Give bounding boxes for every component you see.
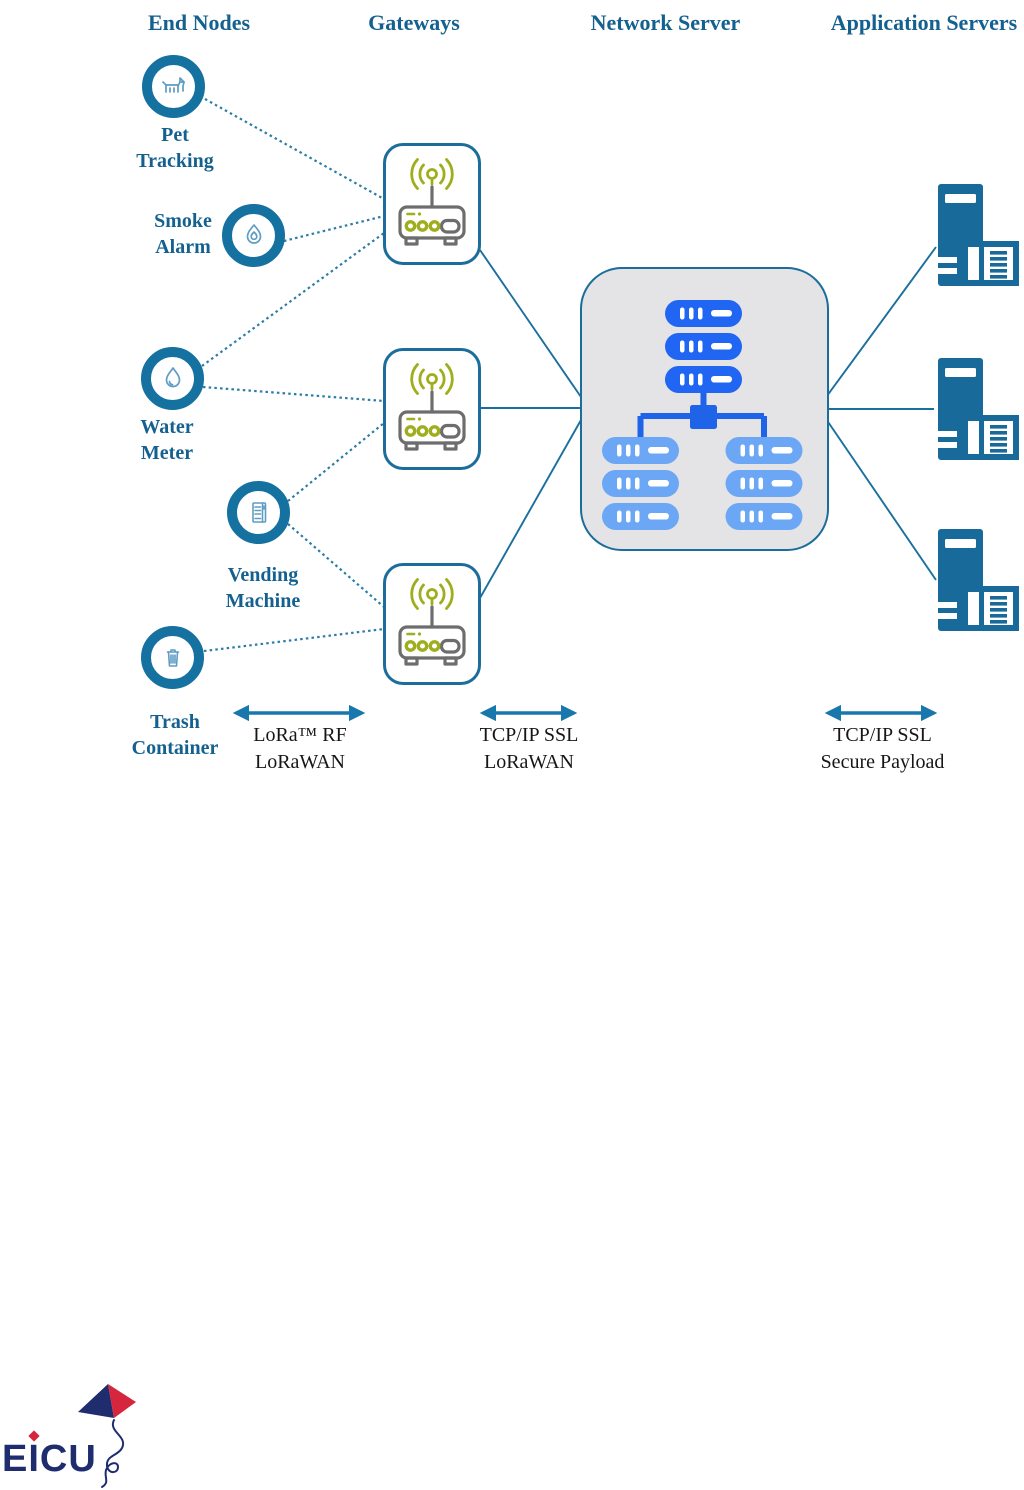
protocol-label-tcpip-secure: TCP/IP SSL Secure Payload [820, 724, 945, 773]
wireless-router-icon [398, 157, 466, 246]
server-tower-icon [938, 358, 1019, 460]
kite-icon [78, 1384, 136, 1488]
gateway-box-3 [383, 563, 481, 685]
vending-machine-icon [251, 501, 266, 523]
end-node-vending-machine [227, 481, 290, 544]
end-node-smoke-alarm [222, 204, 285, 267]
application-server-1 [935, 183, 1020, 288]
end-node-label-water-meter: Water Meter [140, 416, 194, 464]
end-node-trash-container [141, 626, 204, 689]
column-header-gateways: Gateways [368, 10, 460, 35]
lorawan-architecture-diagram: End Nodes Gateways Network Server Applic… [0, 10, 1020, 1488]
wireless-router-icon [398, 362, 466, 451]
trash-bin-icon [166, 648, 179, 667]
column-header-end-nodes: End Nodes [147, 10, 251, 35]
protocol-label-lora: LoRa™ RF LoRaWAN [253, 724, 347, 773]
end-node-label-trash-container: Trash Container [131, 711, 219, 759]
protocol-label-tcpip-lorawan: TCP/IP SSL LoRaWAN [479, 724, 579, 773]
application-server-2 [935, 357, 1020, 462]
flame-icon [246, 223, 261, 244]
wireless-router-icon [398, 577, 466, 666]
end-node-label-pet-tracking: Pet Tracking [136, 124, 214, 172]
application-server-3 [935, 528, 1020, 633]
end-node-label-vending-machine: Vending Machine [225, 564, 301, 612]
water-drop-icon [165, 366, 180, 387]
column-header-network-server: Network Server [590, 10, 741, 35]
server-cluster-icon [602, 300, 803, 530]
server-tower-icon [938, 529, 1019, 631]
network-server-box [580, 267, 829, 551]
server-tower-icon [938, 184, 1019, 286]
end-node-water-meter [141, 347, 204, 410]
end-node-pet-tracking [142, 55, 205, 118]
gateway-box-2 [383, 348, 481, 470]
end-node-label-smoke-alarm: Smoke Alarm [154, 210, 212, 258]
eicu-logo: EICU [0, 690, 150, 1488]
dog-icon [161, 76, 185, 93]
gateway-box-1 [383, 143, 481, 265]
column-header-application-servers: Application Servers [830, 10, 1018, 35]
